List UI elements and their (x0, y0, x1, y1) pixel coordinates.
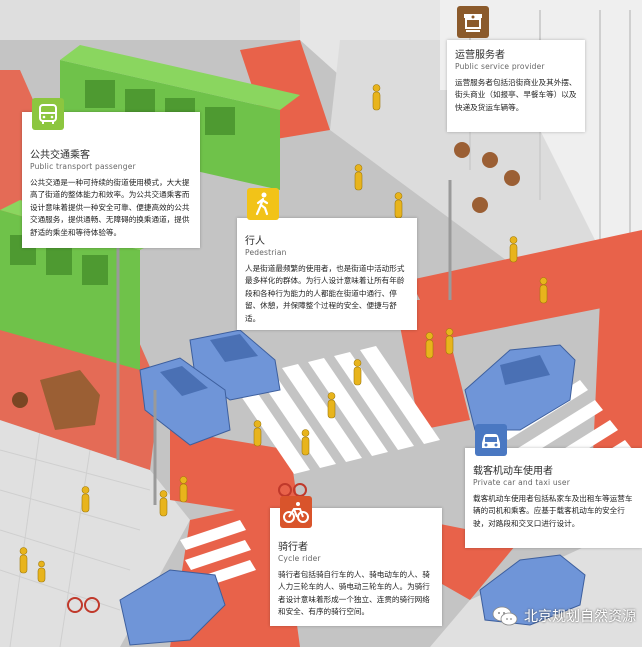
car-van (464, 344, 576, 431)
cargo-tricycle (12, 370, 100, 430)
card-service-provider: 运营服务者 Public service provider 运营服务者包括沿街商… (447, 6, 585, 132)
car-icon (475, 424, 507, 456)
badge-pedestrian (247, 188, 279, 220)
card-description: 人是街道最频繁的使用者，也是街道中活动形式最多样化的群体。为行人设计意味着让所有… (245, 264, 405, 323)
pedestrians (19, 84, 548, 583)
sidewalk-tiles (0, 429, 151, 647)
bicycle-icon (280, 496, 312, 528)
card-description: 骑行者包括骑自行车的人、骑电动车的人、骑人力三轮车的人、骑电动三轮车的人。为骑行… (278, 570, 430, 617)
bike-lane-center-vertical (395, 300, 470, 430)
watermark-text: 北京规划自然资源 (524, 609, 636, 625)
badge-car (475, 424, 507, 456)
card-title: 公共交通乘客 (30, 150, 90, 161)
card-subtitle: Pedestrian (245, 248, 287, 257)
sidewalk-top-left (0, 0, 330, 40)
car-2 (139, 357, 231, 446)
badge-service (457, 6, 489, 38)
card-description: 公共交通是一种可持续的街道使用模式，大大提高了街道的整体能力和效率。为公共交通乘… (30, 178, 190, 237)
card-title: 骑行者 (278, 542, 308, 553)
card-description: 载客机动车使用者包括私家车及出租车等运营车辆的司机和乘客。应基于载客机动车的安全… (473, 494, 633, 528)
street-lamps (116, 180, 452, 505)
card-subtitle: Cycle rider (278, 554, 321, 563)
card-cycle-rider: 骑行者 Cycle rider 骑行者包括骑自行车的人、骑电动车的人、骑人力三轮… (270, 496, 442, 626)
badge-bus (32, 98, 64, 130)
card-title: 运营服务者 (455, 50, 505, 61)
card-public-transport: 公共交通乘客 Public transport passenger 公共交通是一… (22, 98, 200, 248)
card-subtitle: Public service provider (455, 62, 545, 71)
card-subtitle: Public transport passenger (30, 162, 136, 171)
card-description: 运营服务者包括沿街商业及其外摆、街头商业（如报亭、早餐车等）以及快递及货运车辆等… (455, 78, 577, 112)
wechat-icon (492, 606, 518, 626)
walking-person-icon (247, 188, 279, 220)
watermark: 北京规划自然资源 (492, 605, 636, 627)
card-subtitle: Private car and taxi user (473, 478, 571, 487)
vendor-cart-icon (457, 6, 489, 38)
cafe-seating (454, 142, 520, 213)
bus-icon (32, 98, 64, 130)
car-bottom-left (119, 569, 226, 646)
badge-cyclist (280, 496, 312, 528)
card-car-user: 载客机动车使用者 Private car and taxi user 载客机动车… (465, 424, 642, 548)
bike-lane-right-upper (410, 230, 642, 340)
card-title: 行人 (245, 236, 265, 247)
card-pedestrian: 行人 Pedestrian 人是街道最频繁的使用者，也是街道中活动形式最多样化的… (237, 188, 417, 330)
bike-lane-bottom (170, 430, 300, 520)
card-title: 载客机动车使用者 (473, 466, 553, 477)
